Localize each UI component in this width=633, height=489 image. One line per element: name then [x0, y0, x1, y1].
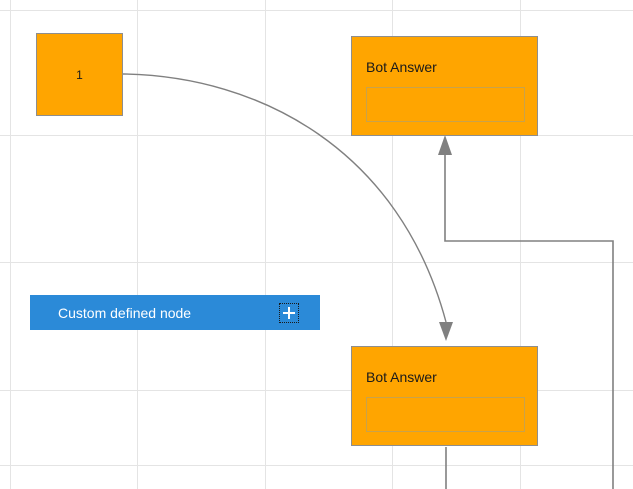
grid-line-horizontal [0, 262, 633, 263]
grid-line-horizontal [0, 135, 633, 136]
bot-answer-node-top[interactable]: Bot Answer [351, 36, 538, 136]
grid-line-vertical [10, 0, 11, 489]
bot-answer-node-bottom[interactable]: Bot Answer [351, 346, 538, 446]
bot-answer-title: Bot Answer [366, 369, 437, 385]
plus-icon[interactable] [279, 302, 299, 323]
custom-defined-node-bar[interactable]: Custom defined node [30, 295, 320, 330]
custom-defined-node-label: Custom defined node [58, 304, 192, 321]
start-node-label: 1 [76, 67, 83, 82]
grid-line-horizontal [0, 465, 633, 466]
grid-line-horizontal [0, 10, 633, 11]
grid-line-vertical [265, 0, 266, 489]
bot-answer-title: Bot Answer [366, 59, 437, 75]
bot-answer-slot[interactable] [366, 397, 525, 432]
grid-line-horizontal [0, 390, 633, 391]
start-node[interactable]: 1 [36, 33, 123, 116]
grid-line-vertical [137, 0, 138, 489]
bot-answer-slot[interactable] [366, 87, 525, 122]
